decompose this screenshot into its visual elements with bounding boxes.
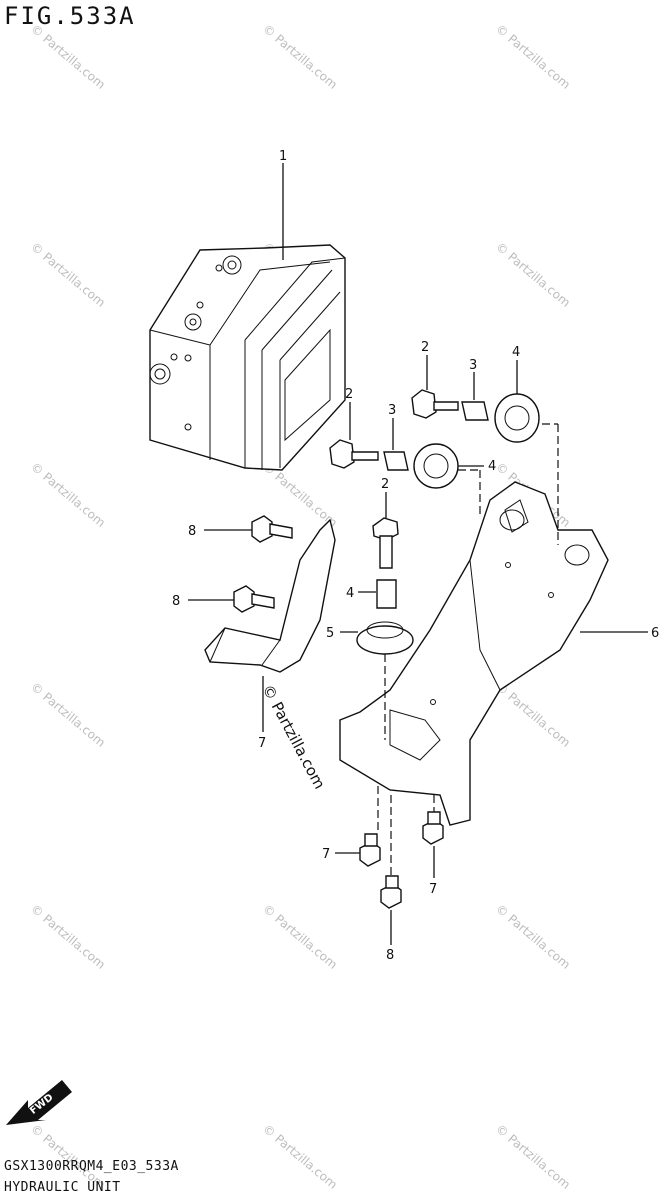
callout-7: 7 — [429, 882, 437, 897]
fwd-arrow: FWD — [6, 1080, 72, 1125]
figure-code: GSX1300RRQM4_E03_533A — [4, 1159, 179, 1174]
collar-part-3[interactable] — [376, 579, 397, 609]
bolt-part-2[interactable] — [372, 517, 399, 569]
watermark: © Partzilla.com — [260, 1122, 340, 1192]
watermark: © Partzilla.com — [493, 680, 573, 750]
callout-7: 7 — [322, 847, 330, 862]
callout-1: 1 — [279, 149, 287, 164]
callout-3: 4 — [346, 586, 354, 601]
bolt-part-7[interactable] — [359, 833, 381, 867]
callout-7: 8 — [386, 948, 394, 963]
callout-8: 8 — [188, 524, 196, 539]
watermark: © Partzilla.com — [28, 902, 108, 972]
bolt-part-7[interactable] — [422, 811, 444, 845]
figure-title: FIG.533A — [4, 2, 136, 30]
collar-part-3[interactable] — [461, 401, 489, 421]
callout-2: 2 — [345, 387, 353, 402]
callout-5: 6 — [651, 626, 659, 641]
watermark: © Partzilla.com — [260, 902, 340, 972]
bolt-part-7[interactable] — [380, 875, 402, 909]
callout-4: 4 — [488, 459, 496, 474]
assembly-guide-lines — [377, 423, 559, 876]
bracket-part-5[interactable] — [339, 481, 609, 826]
watermark: © Partzilla.com — [260, 22, 340, 92]
grommet-part-4[interactable] — [356, 621, 414, 655]
grommet-part-4[interactable] — [494, 393, 540, 443]
grommet-part-4[interactable] — [413, 443, 459, 489]
watermark: © Partzilla.com — [28, 460, 108, 530]
bolt-part-2[interactable] — [329, 439, 379, 469]
bolt-part-2[interactable] — [411, 389, 459, 419]
watermark: © Partzilla.com — [493, 240, 573, 310]
center-watermark: © Partzilla.com — [258, 681, 328, 792]
plate-part-6[interactable] — [204, 518, 336, 673]
watermark: © Partzilla.com — [493, 902, 573, 972]
hydraulic-unit-part-1[interactable] — [149, 244, 346, 471]
callout-3: 3 — [469, 358, 477, 373]
collar-part-3[interactable] — [383, 451, 409, 471]
figure-name: HYDRAULIC UNIT — [4, 1180, 121, 1195]
watermark: © Partzilla.com — [493, 1122, 573, 1192]
callout-8: 8 — [172, 594, 180, 609]
callout-3: 3 — [388, 403, 396, 418]
callout-4: 4 — [512, 345, 520, 360]
watermark: © Partzilla.com — [28, 680, 108, 750]
watermark: © Partzilla.com — [28, 22, 108, 92]
callout-2: 2 — [381, 477, 389, 492]
bolt-part-8[interactable] — [233, 585, 275, 613]
watermark: © Partzilla.com — [28, 240, 108, 310]
watermark: © Partzilla.com — [493, 22, 573, 92]
callout-4: 5 — [326, 626, 334, 641]
callout-2: 2 — [421, 340, 429, 355]
bolt-part-8[interactable] — [251, 515, 293, 543]
callout-6: 7 — [258, 736, 266, 751]
